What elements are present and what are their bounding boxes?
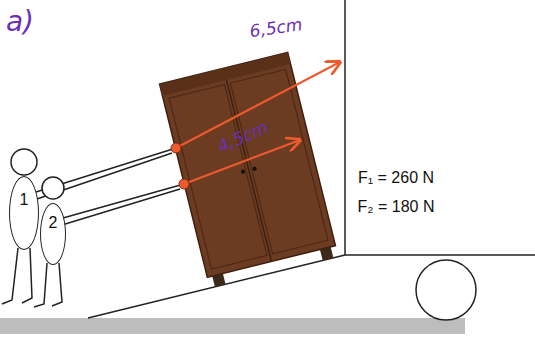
roller-circle	[416, 260, 476, 320]
dimension-label: 6,5cm	[248, 15, 303, 41]
force-point	[179, 179, 189, 189]
callout-number: 2	[49, 214, 58, 232]
wardrobe	[160, 52, 339, 288]
callout-number: 1	[20, 191, 29, 209]
part-label: a)	[6, 7, 34, 38]
person-2	[34, 177, 184, 307]
force-value: F₁ = 260 N	[358, 169, 434, 187]
wardrobe-body	[160, 52, 336, 277]
person-body: 2	[40, 203, 66, 265]
force-value: F₂ = 180 N	[358, 198, 435, 216]
door-knob	[252, 166, 257, 171]
wardrobe-door	[169, 85, 267, 270]
person-body: 1	[9, 176, 39, 250]
door-gap	[227, 80, 272, 262]
wardrobe-top	[160, 52, 291, 95]
person-1	[2, 148, 176, 304]
wall-line	[344, 0, 346, 255]
door-knob	[241, 169, 246, 174]
force-point	[171, 143, 181, 153]
floor-line	[345, 254, 535, 256]
ground	[0, 318, 465, 334]
